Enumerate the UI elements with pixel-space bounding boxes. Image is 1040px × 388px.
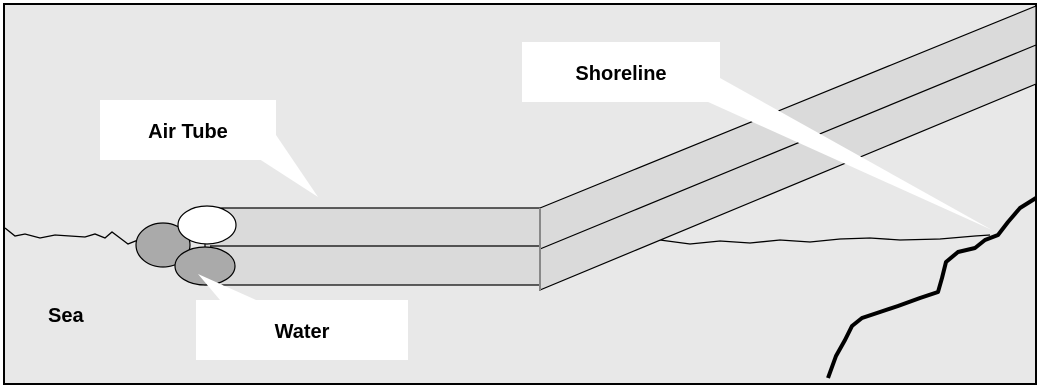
outer-pipe-end (135, 222, 191, 268)
water-pipe-end (174, 246, 236, 286)
pipe-divider-angled (539, 44, 1037, 250)
shoreline-curve (826, 196, 1038, 379)
sea-label: Sea (48, 305, 84, 327)
sea-surface-line-far (634, 234, 991, 245)
air-tube-callout-box (100, 100, 276, 160)
shoreline-label: Shoreline (575, 63, 666, 85)
sea-surface-line (4, 227, 139, 245)
water-callout-pointer (198, 274, 256, 300)
diagram-frame (3, 3, 1037, 385)
water-label: Water (275, 321, 330, 343)
air-pipe-end (177, 205, 237, 245)
water-callout-box (196, 300, 408, 360)
shoreline-callout-box (522, 42, 720, 102)
shoreline-callout-pointer (655, 78, 992, 230)
air-tube-label: Air Tube (148, 121, 228, 143)
